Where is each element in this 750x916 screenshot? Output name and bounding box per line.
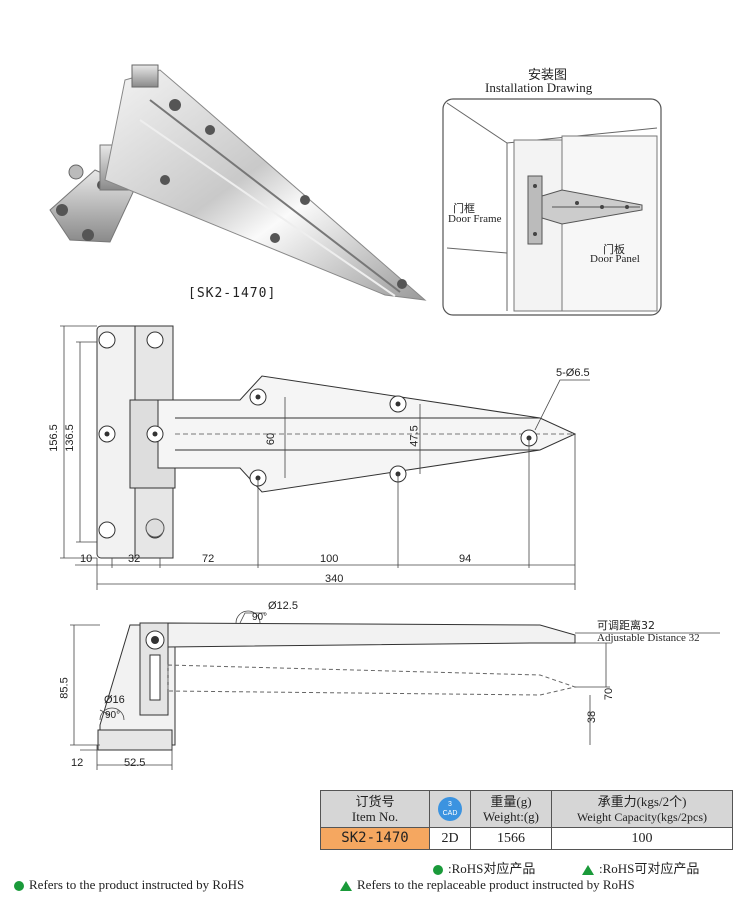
door-panel-label-cn: 门板	[603, 243, 625, 256]
door-frame-label-cn: 门框	[453, 202, 475, 215]
adjustable-distance-cn: 可调距离32	[597, 619, 655, 632]
header-capacity: 承重力(kgs/2个)Weight Capacity(kgs/2pcs)	[551, 790, 733, 828]
door-frame-label-en: Door Frame	[448, 213, 502, 225]
cell-weight: 1566	[470, 827, 552, 850]
legend-rohs-alt-en: Refers to the replaceable product instru…	[340, 877, 635, 893]
header-capacity-en: Weight Capacity(kgs/2pcs)	[576, 809, 707, 824]
header-weight-en: Weight:(g)	[483, 809, 539, 824]
cell-item-no: SK2-1470	[320, 827, 430, 850]
green-dot-icon	[14, 881, 24, 892]
hinge-photo	[49, 64, 427, 301]
installation-title-cn: 安装图	[528, 68, 568, 83]
cell-cad[interactable]: 2D	[429, 827, 471, 850]
dim-dia-top: Ø12.5	[268, 600, 298, 612]
dim-base-thick: 12	[71, 757, 84, 769]
dim-total-length: 340	[325, 573, 344, 585]
dim-height-inner: 136.5	[63, 424, 76, 452]
dim-bottom-32: 32	[128, 553, 141, 565]
dim-bottom-10: 10	[80, 553, 93, 565]
dim-hole-spacing-60: 60	[265, 432, 278, 446]
green-dot-icon	[433, 865, 443, 876]
header-item-no-en: Item No.	[351, 809, 399, 824]
door-panel-label-en: Door Panel	[590, 253, 640, 265]
dim-hole-spacing-47: 47.5	[408, 425, 421, 447]
dim-height-38: 38	[586, 710, 599, 724]
legend-rohs-en: Refers to the product instructed by RoHS	[14, 877, 244, 893]
dim-bottom-72: 72	[202, 553, 215, 565]
installation-title-en: Installation Drawing	[485, 80, 593, 95]
header-capacity-cn: 承重力(kgs/2个)	[597, 793, 687, 809]
dim-angle-top: 90°	[252, 612, 268, 623]
installation-drawing	[442, 98, 662, 316]
green-triangle-icon	[582, 865, 594, 876]
dim-height-total: 85.5	[58, 677, 71, 699]
adjustable-distance-en: Adjustable Distance 32	[597, 632, 700, 644]
side-view-drawing	[70, 610, 720, 770]
dim-height-outer: 156.5	[47, 424, 60, 452]
dim-base-width: 52.5	[124, 757, 146, 769]
dim-height-70: 70	[603, 687, 616, 701]
header-item-no-cn: 订货号	[355, 794, 395, 809]
dim-bottom-94: 94	[459, 553, 472, 565]
legend-rohs-cn: :RoHS对应产品	[433, 858, 535, 877]
legend-rohs-alt-cn: :RoHS可对应产品	[582, 858, 699, 877]
dim-dia-bottom: Ø16	[104, 694, 125, 706]
header-weight-cn: 重量(g)	[490, 794, 532, 809]
hole-callout: 5-Ø6.5	[556, 367, 590, 379]
green-triangle-icon	[340, 881, 352, 892]
cell-capacity: 100	[551, 827, 733, 850]
photo-model-caption: [SK2-1470]	[188, 286, 277, 301]
dim-bottom-100: 100	[320, 553, 339, 565]
dim-angle-bottom: 90°	[105, 710, 121, 721]
top-view-drawing	[60, 325, 590, 590]
header-weight: 重量(g)Weight:(g)	[470, 790, 552, 828]
table-row: SK2-1470 2D 1566 100	[320, 827, 733, 850]
